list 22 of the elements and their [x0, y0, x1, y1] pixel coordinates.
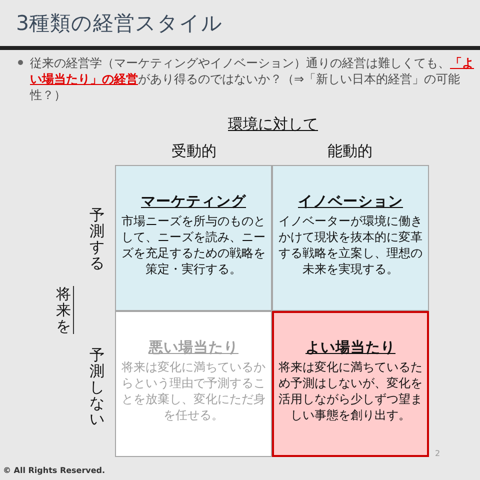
page-number: 2 [435, 449, 440, 459]
quadrant-panel [115, 311, 272, 457]
row-header: 予測する [89, 207, 105, 271]
quadrant-panel [272, 165, 429, 311]
column-header: 能動的 [326, 142, 374, 161]
quadrant-heading: イノベーション [298, 193, 403, 212]
bullet-text: 従来の経営学（マーケティングやイノベーション）通りの経営は難しくても、「よい場当たり」の経営があり得るのではないか？（⇒「新しい日本的経営」の可能性？） [30, 55, 474, 103]
quadrant-description: 将来は変化に満ちているからという理由で予測することを放棄し、変化にただ身を任せる。 [120, 359, 266, 423]
quadrant-description: イノベーターが環境に働きかけて現状を抜本的に変革する戦略を立案し、理想の未来を実現する。 [278, 213, 424, 277]
axis-title: 将来を [56, 286, 74, 334]
slide-title: 3種類の経営スタイル [16, 10, 224, 36]
axis-title: 環境に対して [227, 115, 319, 134]
column-header: 受動的 [170, 142, 218, 161]
row-header: 予測しない [89, 347, 105, 427]
quadrant-panel [272, 311, 429, 457]
quadrant-heading: よい場当たり [306, 339, 396, 358]
quadrant-heading: マーケティング [141, 193, 246, 212]
copyright-notice: © All Rights Reserved. [3, 466, 106, 476]
quadrant-description: 将来は変化に満ちているため予測はしないが、変化を活用しながら少しずつ望ましい事態を創り出す。 [278, 359, 424, 423]
quadrant-description: 市場ニーズを所与のものとして、ニーズを読み、ニーズを充足するための戦略を策定・実行する。 [120, 213, 266, 277]
quadrant-panel [115, 165, 272, 311]
quadrant-heading: 悪い場当たり [148, 339, 238, 358]
